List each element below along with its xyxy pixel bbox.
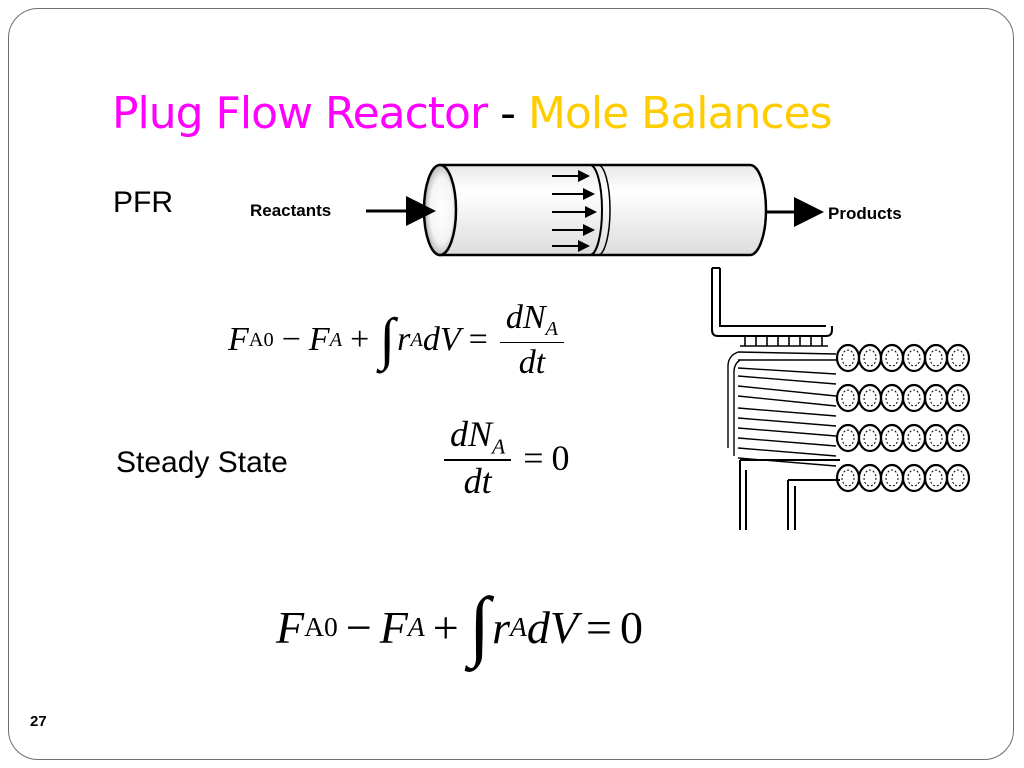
steady-state-condition-equation: dNA dt = 0 xyxy=(440,414,570,502)
eq3-flow-symbol-2: F xyxy=(379,601,408,653)
title-part-mole-balances: Mole Balances xyxy=(527,88,833,139)
eq1-rate-subscript: A xyxy=(410,328,423,351)
eq3-rate-symbol: r xyxy=(492,601,511,653)
eq2-equals: = xyxy=(523,438,544,479)
steady-state-label: Steady State xyxy=(116,446,288,479)
eq1-integral-sign: ∫ xyxy=(379,305,396,371)
eq1-dn-subscript: A xyxy=(545,318,558,341)
eq2-denominator: dt xyxy=(458,461,498,502)
eq3-rate-subscript: A xyxy=(510,611,527,642)
eq1-dn: dN xyxy=(505,299,546,336)
eq1-subscript-a: A xyxy=(329,328,343,351)
eq1-dt: dt xyxy=(518,344,546,382)
eq1-subscript-a0: A0 xyxy=(248,328,274,351)
eq1-plus: + xyxy=(350,321,370,359)
eq1-rate-symbol: r xyxy=(397,321,411,359)
eq3-subscript-a0: A0 xyxy=(304,611,338,642)
slide-title: Plug Flow Reactor - Mole Balances xyxy=(112,88,833,139)
eq2-dt: dt xyxy=(463,460,492,501)
eq1-denominator: dt xyxy=(513,343,551,382)
eq1-equals: = xyxy=(468,321,488,359)
eq3-plus: + xyxy=(432,601,459,653)
eq2-fraction-bar xyxy=(444,459,512,461)
title-separator: - xyxy=(500,88,516,139)
eq1-fraction-bar xyxy=(499,341,564,344)
eq2-zero: 0 xyxy=(551,438,570,479)
eq2-numerator: dNA xyxy=(444,414,511,459)
title-part-plug-flow-reactor: Plug Flow Reactor xyxy=(112,88,488,139)
eq1-fraction: dNA dt xyxy=(499,298,564,382)
eq1-minus: − xyxy=(281,321,301,359)
eq2-dn: dN xyxy=(450,414,493,454)
eq3-subscript-a: A xyxy=(407,611,425,642)
page-number: 27 xyxy=(30,713,47,730)
eq2-dn-subscript: A xyxy=(492,434,506,459)
eq3-integral-sign: ∫ xyxy=(468,581,491,668)
eq3-flow-symbol: F xyxy=(276,601,305,653)
eq2-fraction: dNA dt xyxy=(444,414,512,502)
eq3-zero: 0 xyxy=(619,601,643,653)
eq1-numerator: dNA xyxy=(500,298,564,342)
eq3-dv: dV xyxy=(526,601,579,653)
pfr-label: PFR xyxy=(113,186,173,219)
eq1-flow-symbol: F xyxy=(228,321,249,359)
eq1-dv: dV xyxy=(422,321,461,359)
eq1-flow-symbol-2: F xyxy=(308,321,330,359)
eq3-equals: = xyxy=(586,601,612,653)
eq3-minus: − xyxy=(345,601,372,653)
